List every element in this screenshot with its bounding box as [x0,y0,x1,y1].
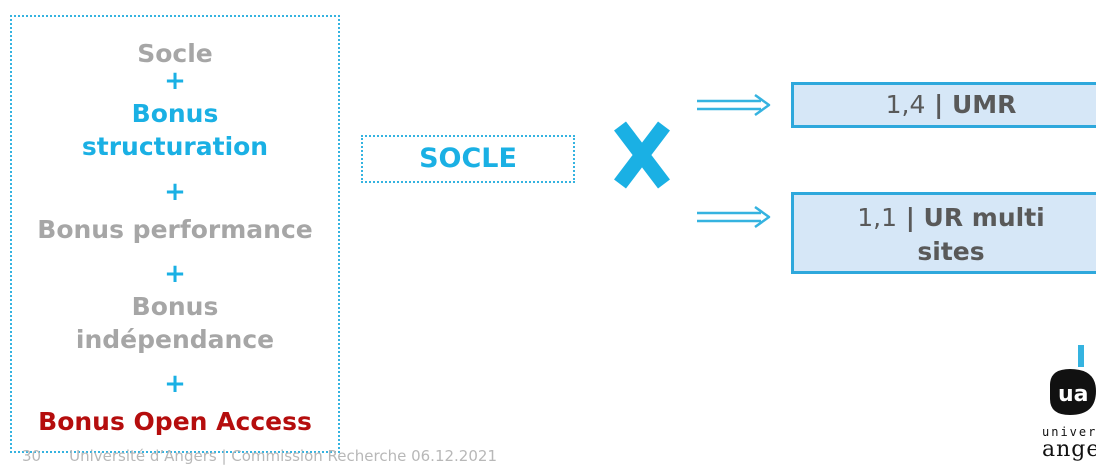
separator: | [897,203,924,232]
logo-text-line2: anger [1042,437,1096,462]
bonus-performance-term: Bonus performance [37,215,313,244]
bonus-structuration-term-line2: structuration [81,132,269,161]
plus-sign: + [164,66,186,96]
university-logo: ua universi anger [1040,345,1096,465]
bonus-open-access-term: Bonus Open Access [38,407,312,436]
arrow-right-icon [697,205,771,229]
result-label-line2: sites [917,237,985,266]
logo-text-line1: universi [1042,425,1096,439]
plus-sign: + [164,177,186,207]
bonus-structuration-term-line1: Bonus [131,99,219,128]
bonus-independance-term-line2: indépendance [75,325,275,354]
plus-sign: + [164,259,186,289]
socle-label-box: SOCLE [361,135,575,183]
socle-term: Socle [137,39,213,68]
footer-text: Université d’Angers | Commission Recherc… [69,447,497,465]
result-box-umr: 1,4 | UMR [791,82,1096,128]
slide-footer: 30 Université d’Angers | Commission Reche… [22,447,497,465]
plus-sign: + [164,369,186,399]
result-box-ur-multi-sites: 1,1 | UR multi sites [791,192,1096,274]
page-number: 30 [22,447,42,465]
separator: | [925,90,952,119]
factor-value: 1,1 [857,203,897,232]
result-label-line1: UR multi [923,203,1045,232]
arrow-right-icon [697,93,771,117]
svg-text:ua: ua [1058,382,1089,407]
bonus-independance-term-line1: Bonus [131,292,219,321]
result-label: UMR [951,90,1017,119]
ua-logo-icon: ua [1050,345,1096,415]
formula-stack-box: Socle + Bonus structuration + Bonus perf… [10,15,340,453]
factor-value: 1,4 [885,90,926,119]
multiply-icon [614,121,670,189]
